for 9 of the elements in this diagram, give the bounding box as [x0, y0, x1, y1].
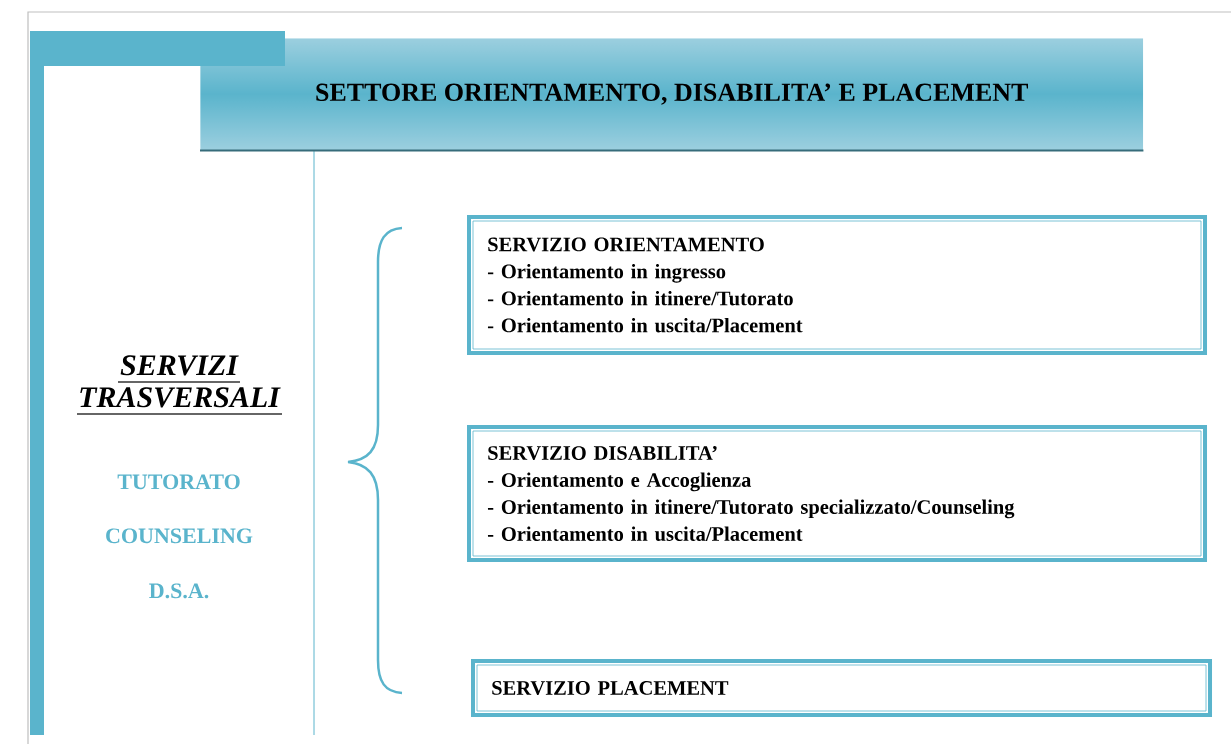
- service-box: SERVIZIO DISABILITA’ - Orientamento e Accoglienza - Orientamento in itinere/Tutorato specializzato/Counseling - Orientamento in uscita/Placement: [467, 425, 1207, 562]
- service-box: SERVIZIO PLACEMENT: [471, 659, 1212, 717]
- service-label: TUTORATO: [117, 474, 240, 490]
- side-panel: [30, 31, 285, 735]
- title-banner: SETTORE ORIENTAMENTO, DISABILITA’ E PLACEMENT: [199, 83, 1145, 152]
- service-box: SERVIZIO ORIENTAMENTO - Orientamento in ingresso - Orientamento in itinere/Tutorato - Orientamento in uscita/Placement: [467, 215, 1207, 355]
- service-label: COUNSELING: [106, 528, 253, 544]
- heading-text: SERVIZI TRASVERSALI: [80, 355, 281, 408]
- service-label: D.S.A.: [149, 583, 209, 599]
